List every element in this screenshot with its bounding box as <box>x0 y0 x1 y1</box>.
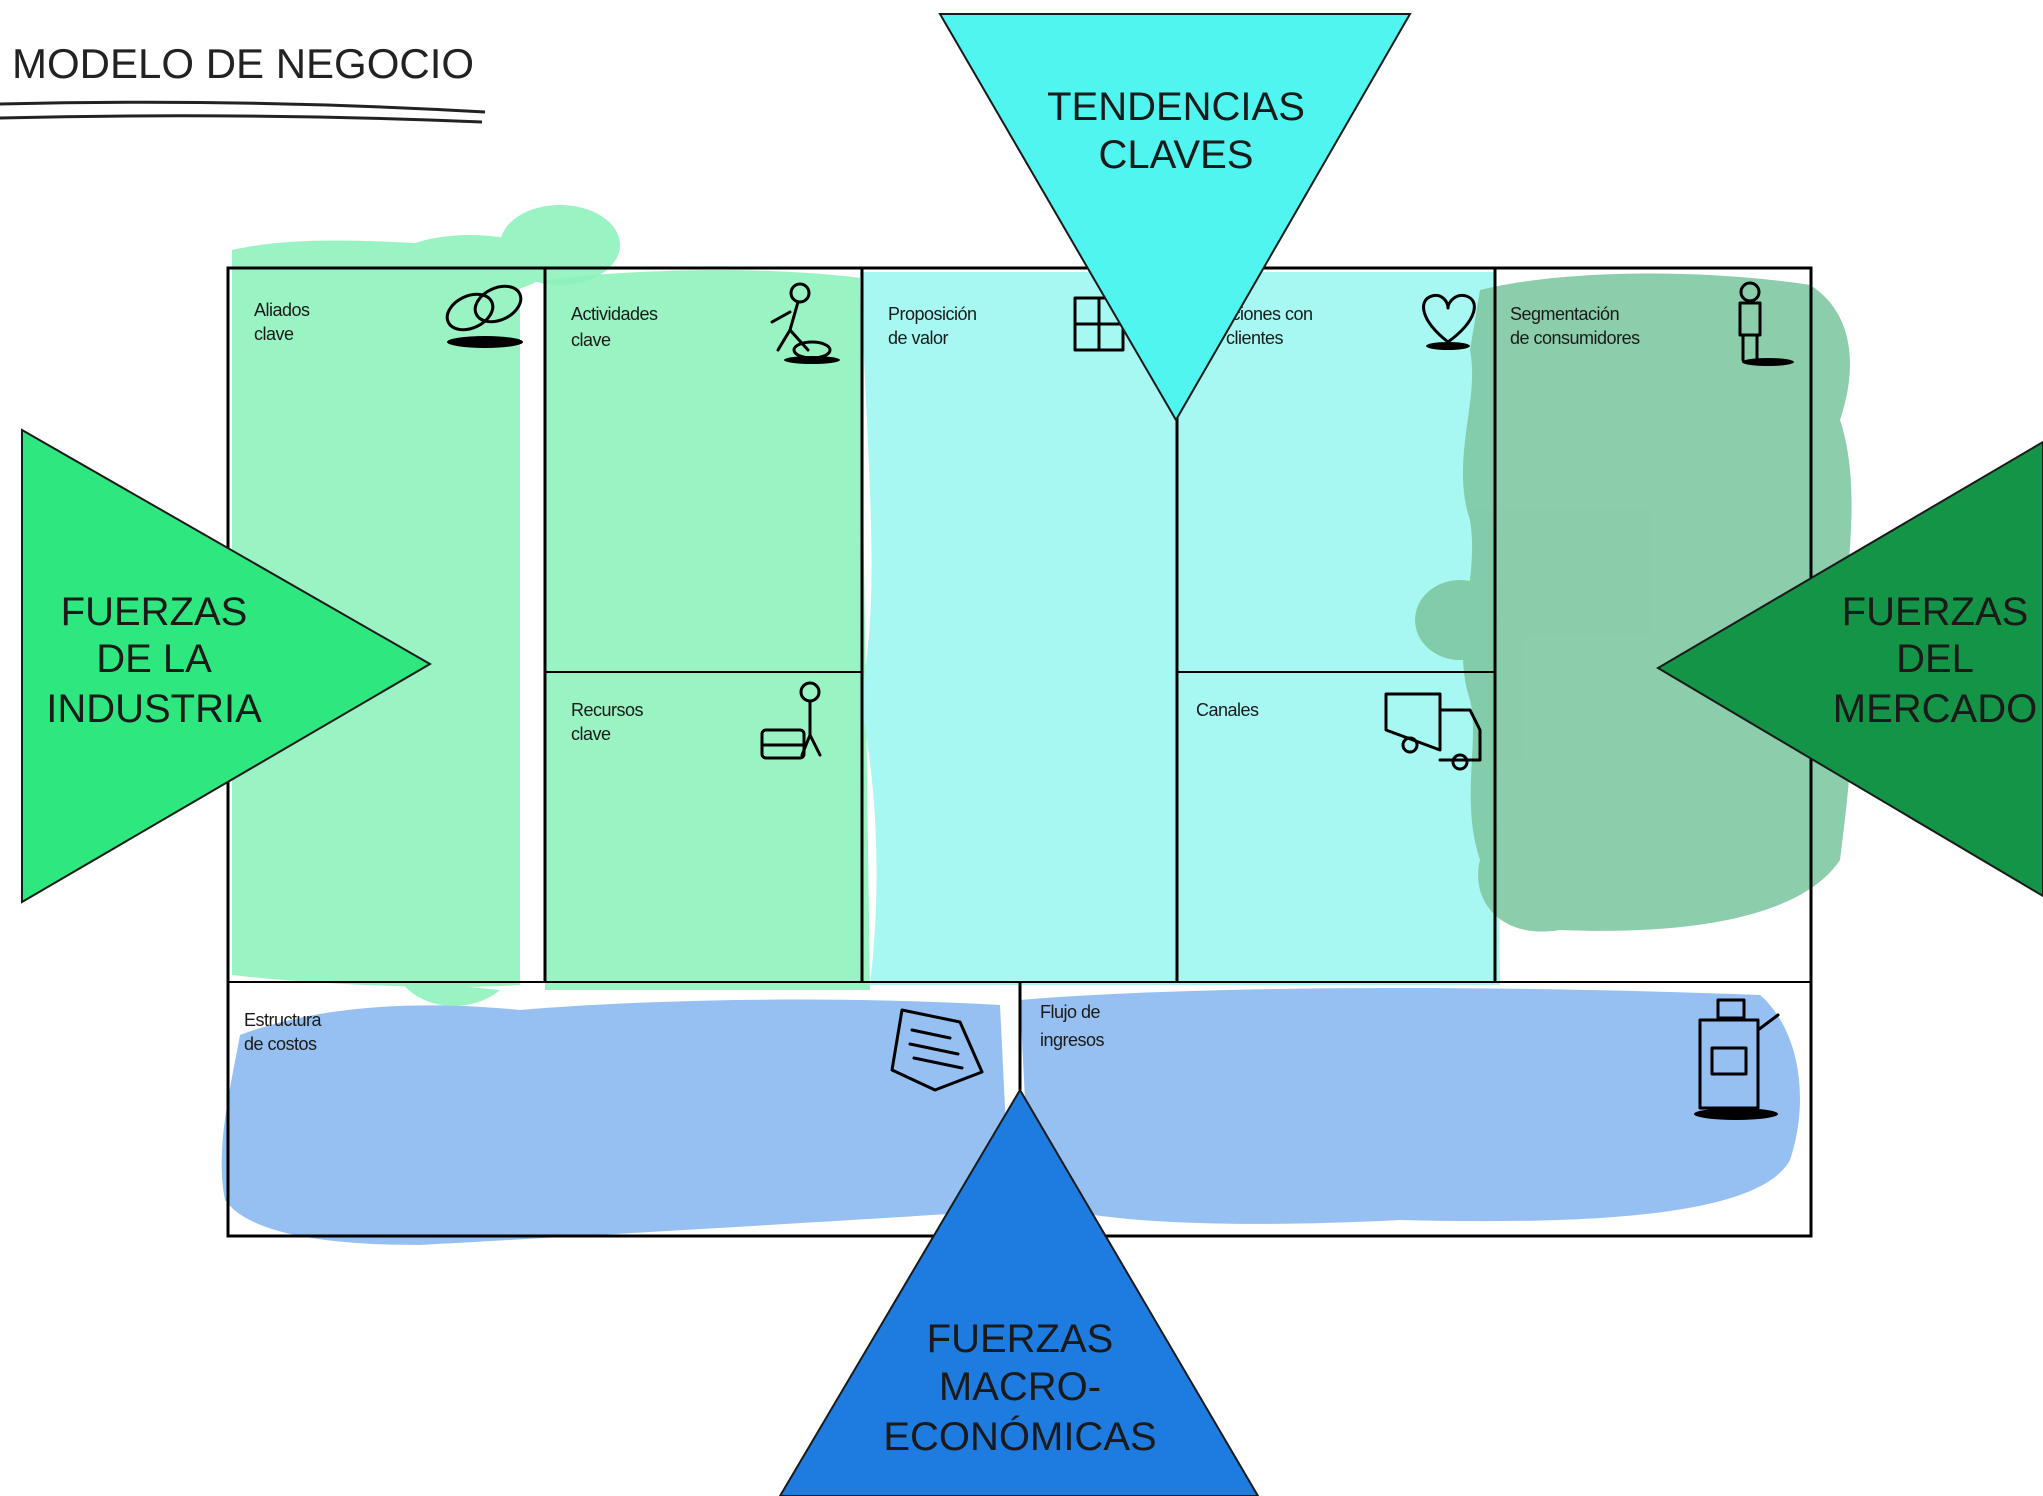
tendencias-line-1: TENDENCIAS <box>1047 85 1305 129</box>
aliados-label-2: clave <box>254 324 294 344</box>
propuesta-label-1: Proposición <box>888 304 977 324</box>
segmentos-label-1: Segmentación <box>1510 304 1619 324</box>
person-icon <box>1738 281 1794 366</box>
link-chain-icon <box>445 284 523 348</box>
actividades-label-2: clave <box>571 330 611 350</box>
paint-green-activities <box>545 270 870 990</box>
macro-line-1: FUERZAS <box>927 1317 1114 1361</box>
paint-cyan-middle <box>860 272 1500 985</box>
mercado-line-1: FUERZAS <box>1842 590 2029 634</box>
ingresos-label-1: Flujo de <box>1040 1002 1101 1022</box>
aliados-label-1: Aliados <box>254 300 310 320</box>
propuesta-label-2: de valor <box>888 328 949 348</box>
canales-label-1: Canales <box>1196 700 1259 720</box>
worker-machine-icon <box>760 681 822 760</box>
block-propuesta: Proposición de valor <box>888 296 1125 352</box>
heart-icon <box>1422 293 1476 350</box>
paint-blue-bottom <box>221 988 1800 1245</box>
actividades-label-1: Actividades <box>571 304 658 324</box>
receipt-icon <box>890 1008 984 1092</box>
block-canales: Canales <box>1196 692 1482 771</box>
block-relaciones: aciones con clientes <box>1222 293 1476 350</box>
block-recursos: Recursos clave <box>571 681 822 760</box>
costos-label-1: Estructura <box>244 1010 323 1030</box>
macro-line-2: MACRO- <box>939 1365 1101 1409</box>
mercado-line-3: MERCADO <box>1833 687 2037 731</box>
industria-line-1: FUERZAS <box>61 590 248 634</box>
paint-green-left <box>232 205 620 1007</box>
block-segmentos: Segmentación de consumidores <box>1510 281 1794 366</box>
triangle-mercado: FUERZAS DEL MERCADO <box>1656 440 2043 898</box>
title-underline <box>0 100 486 124</box>
segmentos-label-2: de consumidores <box>1510 328 1640 348</box>
recursos-label-2: clave <box>571 724 611 744</box>
worker-icon <box>770 282 840 364</box>
paint-green-dark-right <box>1415 273 1852 932</box>
industria-line-2: DE LA <box>96 637 212 681</box>
industria-line-3: INDUSTRIA <box>46 687 262 731</box>
recursos-label-1: Recursos <box>571 700 644 720</box>
costos-label-2: de costos <box>244 1034 317 1054</box>
triangle-macroeconomicas: FUERZAS MACRO- ECONÓMICAS <box>778 1088 1260 1496</box>
ingresos-label-2: ingresos <box>1040 1030 1105 1050</box>
block-actividades: Actividades clave <box>571 282 840 364</box>
macro-line-3: ECONÓMICAS <box>883 1414 1156 1459</box>
block-aliados: Aliados clave <box>254 284 523 348</box>
mercado-line-2: DEL <box>1896 637 1974 681</box>
block-ingresos: Flujo de ingresos <box>1040 998 1780 1120</box>
triangle-tendencias: TENDENCIAS CLAVES <box>938 13 1412 422</box>
relaciones-label-2: clientes <box>1226 328 1284 348</box>
block-costos: Estructura de costos <box>244 1008 984 1092</box>
relaciones-label-1: aciones con <box>1222 304 1313 324</box>
tendencias-line-2: CLAVES <box>1099 133 1254 177</box>
page-title: MODELO DE NEGOCIO <box>12 40 474 87</box>
triangle-industria: FUERZAS DE LA INDUSTRIA <box>21 428 432 904</box>
cash-register-icon <box>1694 998 1780 1120</box>
truck-icon <box>1384 692 1482 771</box>
